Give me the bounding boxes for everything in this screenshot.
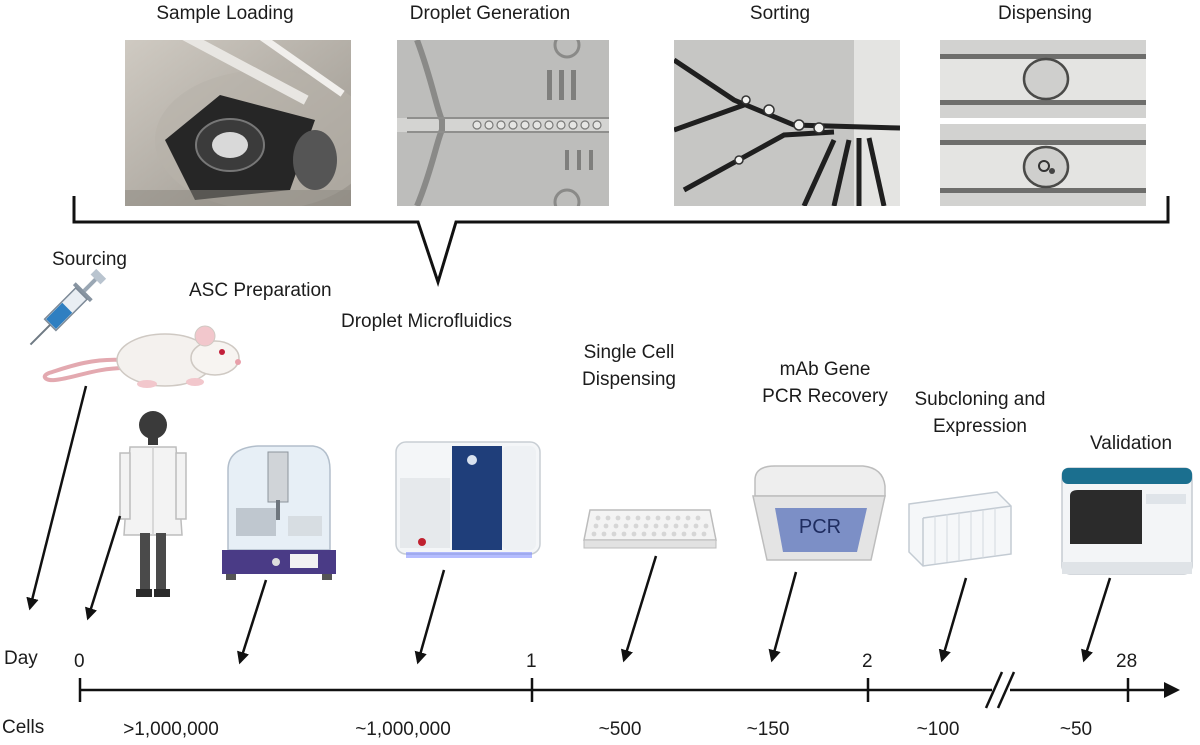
well-plate-icon bbox=[583, 509, 717, 549]
day-tick-0: 0 bbox=[74, 651, 85, 672]
step-single-cell-label-line2: Dispensing bbox=[582, 369, 676, 390]
cells-count-5: ~50 bbox=[1059, 719, 1093, 740]
asc-prep-instrument-icon bbox=[222, 445, 336, 580]
step-asc-preparation-label: ASC Preparation bbox=[189, 280, 332, 301]
step-mab-label-line1: mAb Gene bbox=[779, 359, 871, 380]
arrow-subcloning bbox=[938, 577, 968, 663]
droplet-generation-photo bbox=[397, 40, 609, 206]
panel-title-sample-loading: Sample Loading bbox=[156, 3, 294, 24]
cells-count-4: ~100 bbox=[916, 719, 960, 740]
arrow-asc-person bbox=[85, 515, 122, 621]
cells-count-3: ~150 bbox=[746, 719, 790, 740]
sorting-photo bbox=[674, 40, 900, 206]
pcr-machine-icon: PCR bbox=[745, 460, 895, 570]
arrow-sourcing bbox=[26, 385, 88, 611]
arrow-pcr bbox=[768, 571, 798, 663]
arrow-validation bbox=[1081, 577, 1112, 663]
dispensing-photo-top bbox=[940, 40, 1146, 118]
panel-title-sorting: Sorting bbox=[749, 3, 811, 24]
step-subcloning-label-line2: Expression bbox=[933, 416, 1027, 437]
step-droplet-microfluidics-label: Droplet Microfluidics bbox=[341, 311, 513, 332]
cells-count-2: ~500 bbox=[598, 719, 642, 740]
day-tick-28: 28 bbox=[1116, 651, 1138, 672]
day-tick-1: 1 bbox=[526, 651, 537, 672]
cells-count-0: >1,000,000 bbox=[123, 719, 219, 740]
sample-loading-photo bbox=[125, 40, 351, 206]
step-subcloning-label-line1: Subcloning and bbox=[914, 389, 1046, 410]
validation-instrument-icon bbox=[1061, 467, 1193, 575]
step-validation-label: Validation bbox=[1090, 433, 1173, 454]
arrow-asc-instrument bbox=[237, 579, 268, 665]
arrow-droplet bbox=[414, 569, 446, 665]
day-label: Day bbox=[4, 648, 38, 669]
scientist-icon bbox=[119, 411, 187, 597]
syringe-icon bbox=[29, 268, 107, 346]
day-tick-2: 2 bbox=[862, 651, 873, 672]
pcr-screen-text: PCR bbox=[798, 516, 842, 538]
droplet-microfluidics-instrument-icon bbox=[395, 441, 541, 558]
mouse-icon bbox=[42, 325, 241, 388]
cells-count-1: ~1,000,000 bbox=[355, 719, 451, 740]
panel-title-droplet-generation: Droplet Generation bbox=[409, 3, 571, 24]
panel-title-dispensing: Dispensing bbox=[998, 3, 1092, 24]
deep-well-block-icon bbox=[908, 491, 1012, 567]
step-mab-label-line2: PCR Recovery bbox=[762, 386, 888, 407]
step-sourcing-label: Sourcing bbox=[52, 249, 127, 270]
dispensing-photo-bottom bbox=[940, 124, 1146, 206]
arrow-single-cell bbox=[620, 555, 658, 663]
cells-label: Cells bbox=[2, 717, 45, 738]
step-single-cell-label-line1: Single Cell bbox=[583, 342, 675, 363]
